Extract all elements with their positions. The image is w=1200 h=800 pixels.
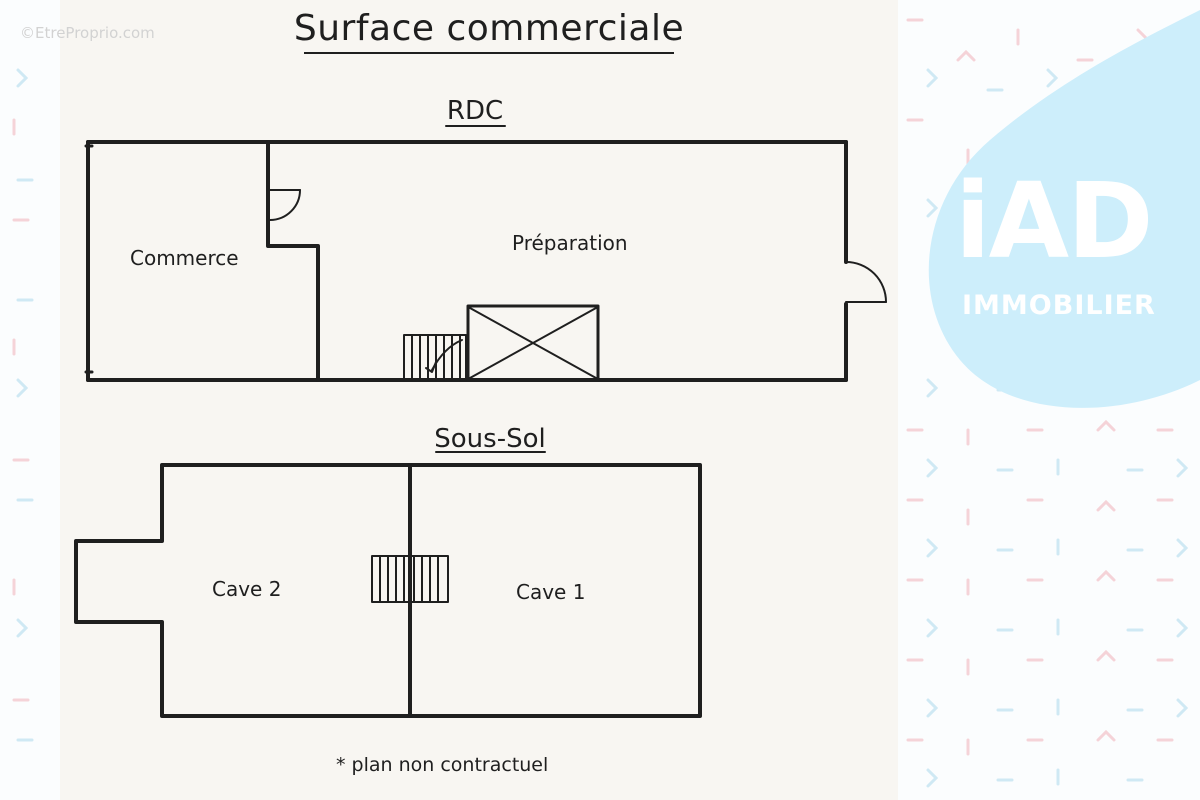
room-label-preparation: Préparation <box>512 231 628 255</box>
brand-logo: iAD <box>955 160 1153 282</box>
brand-logo-shape <box>928 10 1200 408</box>
door-icon <box>845 261 887 303</box>
disclaimer-note: * plan non contractuel <box>336 754 549 776</box>
stairs-icon <box>371 555 449 603</box>
elevator-shaft-icon <box>466 304 600 382</box>
door-icon <box>269 189 301 221</box>
title-underline <box>304 52 674 54</box>
page-title: Surface commerciale <box>293 8 685 49</box>
sous-sol-outline <box>74 463 702 718</box>
watermark: ©EtreProprio.com <box>20 24 155 42</box>
section-title-sous-sol: Sous-Sol <box>434 424 546 454</box>
floor-plan-paper <box>60 0 898 800</box>
room-label-commerce: Commerce <box>130 246 239 270</box>
brand-tagline: IMMOBILIER <box>962 290 1156 321</box>
room-label-cave-2: Cave 2 <box>212 577 282 601</box>
commerce-wall <box>266 140 320 382</box>
section-title-rdc: RDC <box>446 96 504 126</box>
background-pattern-left <box>12 68 34 742</box>
stairs-icon <box>403 334 467 381</box>
room-label-cave-1: Cave 1 <box>516 580 586 604</box>
